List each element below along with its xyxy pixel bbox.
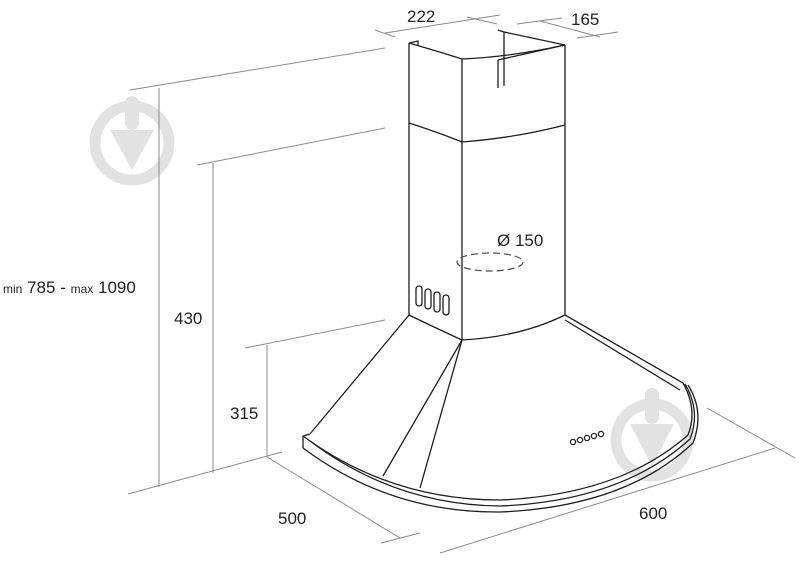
label-chimney-depth: 165 [571,10,600,29]
label-min: min [3,282,23,296]
label-duct-diameter: Ø 150 [497,231,544,250]
label-canopy-height: 315 [230,404,259,423]
label-max: max [70,282,94,296]
watermark-left-icon [89,96,175,186]
label-canopy-width: 600 [639,504,668,523]
wall-reference-lines [127,47,796,554]
label-min-value: 785 [27,278,56,297]
label-height-range: min 785 - max 1090 [3,279,136,296]
label-canopy-depth: 500 [278,509,307,528]
label-sep: - [60,278,66,297]
chimney [408,29,566,341]
control-buttons [569,430,605,446]
label-chimney-width: 222 [407,7,436,26]
watermark-right-icon [610,388,694,482]
label-upper-height: 430 [174,309,203,328]
canopy [302,314,699,513]
dim-165-lines [516,17,619,39]
dim-222-lines [374,14,501,38]
label-max-value: 1090 [98,278,136,297]
